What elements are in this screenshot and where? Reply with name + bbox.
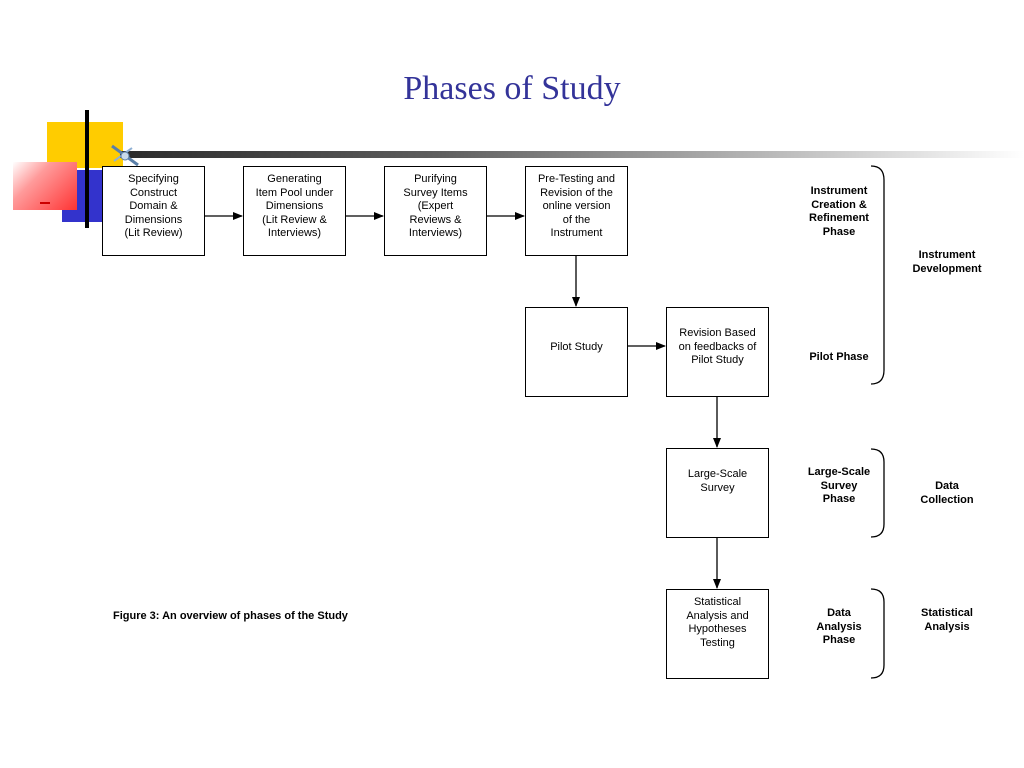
label-statistical-analysis: Statistical Analysis xyxy=(921,607,973,633)
figure-caption: Figure 3: An overview of phases of the S… xyxy=(113,610,348,622)
label-data-analysis-phase: Data Analysis Phase xyxy=(816,607,862,647)
label-data-collection: Data Collection xyxy=(920,480,974,506)
box-specifying-construct: Specifying Construct Domain & Dimensions… xyxy=(102,166,205,256)
brace-data-collection xyxy=(870,448,885,538)
label-instrument-development: Instrument Development xyxy=(912,249,982,275)
box-purifying-survey-items: Purifying Survey Items (Expert Reviews &… xyxy=(384,166,487,256)
deco-vertical-bar xyxy=(85,110,89,228)
brace-statistical-analysis xyxy=(870,588,885,679)
brace-instrument-development xyxy=(870,165,885,385)
label-survey-phase: Large-Scale Survey Phase xyxy=(807,466,871,506)
deco-red-dash xyxy=(40,202,50,204)
label-instrument-creation-phase: Instrument Creation & Refinement Phase xyxy=(809,185,869,238)
box-statistical-analysis: Statistical Analysis and Hypotheses Test… xyxy=(666,589,769,679)
title-rule xyxy=(120,151,1024,158)
pen-icon xyxy=(111,144,139,167)
box-large-scale-survey: Large-Scale Survey xyxy=(666,448,769,538)
box-pilot-study: Pilot Study xyxy=(525,307,628,397)
box-generating-item-pool: Generating Item Pool under Dimensions (L… xyxy=(243,166,346,256)
page-title: Phases of Study xyxy=(403,70,621,107)
label-pilot-phase: Pilot Phase xyxy=(809,351,869,363)
box-revision: Revision Based on feedbacks of Pilot Stu… xyxy=(666,307,769,397)
box-pre-testing: Pre-Testing and Revision of the online v… xyxy=(525,166,628,256)
